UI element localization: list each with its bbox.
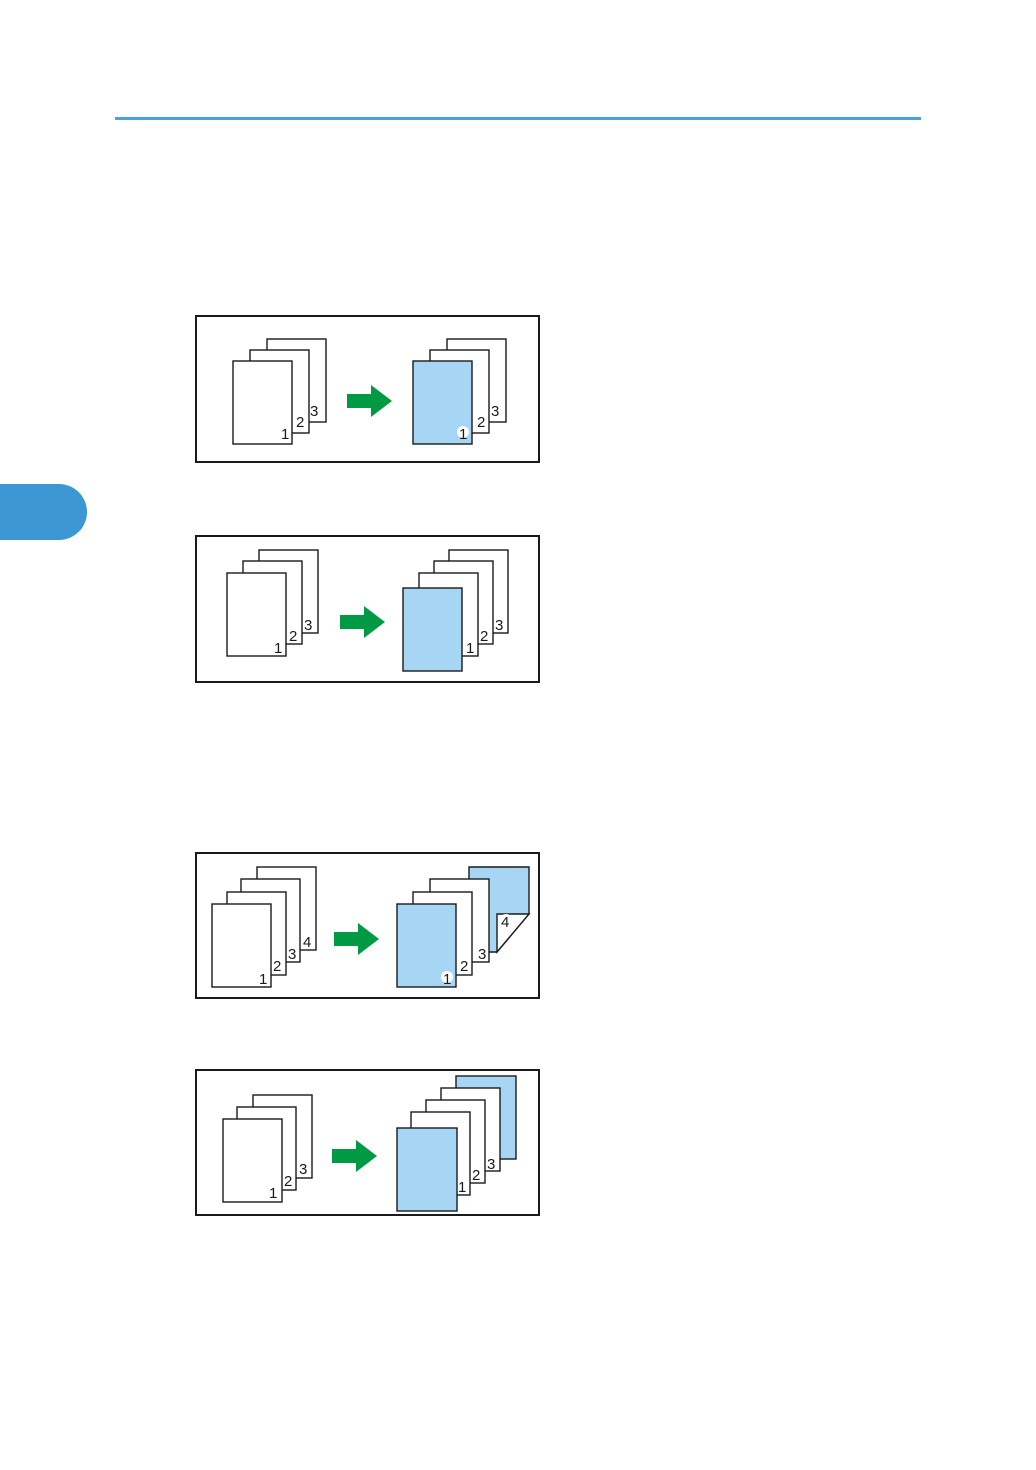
original-page-3: 3: [299, 1161, 307, 1178]
result-page-3: 3: [478, 946, 486, 963]
original-page-1: 1: [269, 1185, 277, 1202]
result-page-1: 1: [466, 640, 474, 657]
original-page-1: 1: [274, 640, 282, 657]
original-page-3: 3: [304, 617, 312, 634]
blank-cover-sheet: [403, 588, 462, 671]
figure-3-svg: 4 3 2 1 4 3 2 1: [197, 854, 538, 998]
result-page-2: 2: [472, 1167, 480, 1184]
green-arrow-icon: [334, 923, 379, 955]
result-page-3: 3: [495, 617, 503, 634]
figure-1-svg: 3 2 1 3 2 1: [197, 317, 538, 461]
original-page-1: 1: [259, 971, 267, 988]
original-page-1: 1: [281, 426, 289, 443]
header-rule: [115, 117, 921, 120]
result-page-2: 2: [477, 414, 485, 431]
original-page-2: 2: [284, 1173, 292, 1190]
original-page-4: 4: [303, 934, 311, 951]
green-arrow-icon: [332, 1140, 377, 1172]
chapter-tab: [0, 484, 87, 540]
result-page-3: 3: [487, 1156, 495, 1173]
green-arrow-icon: [347, 385, 392, 417]
original-page-2: 2: [289, 628, 297, 645]
blank-front-cover-sheet: [397, 1128, 457, 1211]
original-page-3: 3: [310, 403, 318, 420]
figure-front-back-cover-print: 4 3 2 1 4 3 2 1: [195, 852, 540, 999]
figure-front-cover-print: 3 2 1 3 2 1: [195, 315, 540, 463]
result-page-1: 1: [459, 426, 467, 443]
figure-2-svg: 3 2 1 3 2 1: [197, 537, 538, 681]
figure-front-cover-blank: 3 2 1 3 2 1: [195, 535, 540, 683]
result-page-1: 1: [443, 971, 451, 988]
original-page-2: 2: [296, 414, 304, 431]
figure-front-back-cover-blank: 3 2 1 3 2 1: [195, 1069, 540, 1216]
result-page-2: 2: [480, 628, 488, 645]
original-page-2: 2: [273, 958, 281, 975]
green-arrow-icon: [340, 606, 385, 638]
result-page-2: 2: [460, 958, 468, 975]
figure-4-svg: 3 2 1 3 2 1: [197, 1071, 538, 1215]
result-page-1: 1: [458, 1179, 466, 1196]
original-page-3: 3: [288, 946, 296, 963]
result-page-3: 3: [491, 403, 499, 420]
result-page-4: 4: [501, 914, 509, 931]
